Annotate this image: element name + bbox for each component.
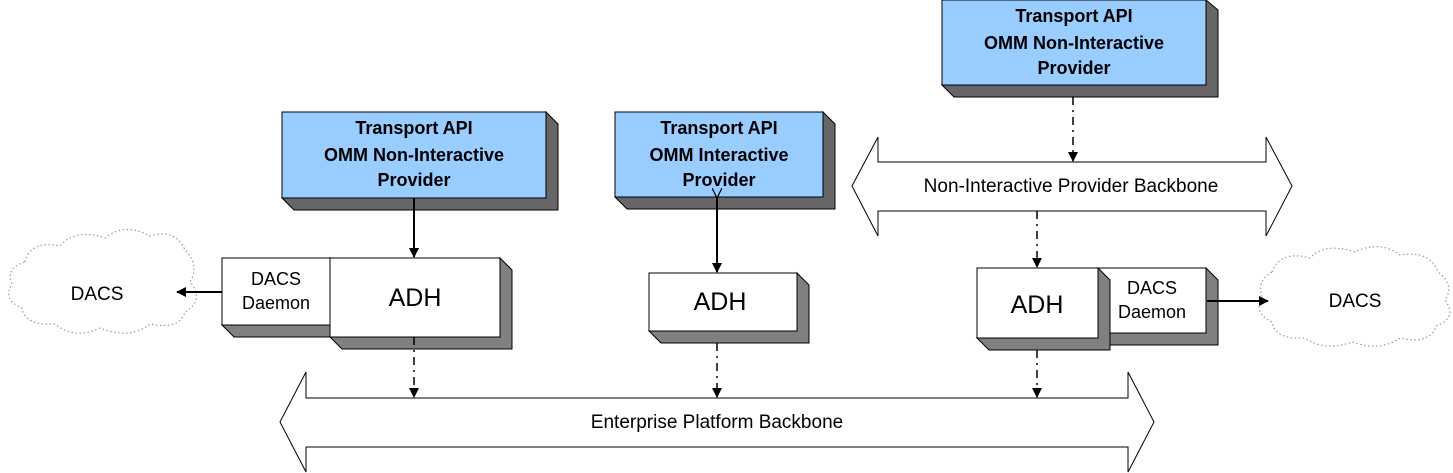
dacs-daemon-right-line1: DACS (1127, 278, 1177, 298)
dacs-daemon-right-line2: Daemon (1118, 302, 1186, 322)
provider-right-line1: Transport API (1015, 6, 1132, 26)
cloud-icon (1258, 246, 1451, 347)
provider-middle: Transport API OMM Interactive Provider (613, 110, 836, 210)
dacs-daemon-left: DACS Daemon (220, 256, 343, 338)
provider-right: Transport API OMM Non-Interactive Provid… (940, 0, 1219, 98)
provider-left-line1: Transport API (355, 118, 472, 138)
provider-middle-line3: Provider (682, 170, 755, 190)
provider-left: Transport API OMM Non-Interactive Provid… (280, 110, 559, 211)
dacs-cloud-left-label: DACS (71, 284, 124, 305)
provider-middle-line2: OMM Interactive (649, 145, 788, 165)
adh-middle-label: ADH (694, 288, 747, 316)
dacs-cloud-right: DACS (1258, 246, 1451, 347)
non-interactive-provider-backbone: Non-Interactive Provider Backbone (851, 136, 1293, 237)
adh-middle: ADH (647, 271, 810, 344)
adh-right-label: ADH (1011, 291, 1064, 319)
provider-left-line2: OMM Non-Interactive (324, 145, 504, 165)
dacs-daemon-left-line1: DACS (251, 269, 301, 289)
provider-left-line3: Provider (377, 170, 450, 190)
enterprise-platform-backbone: Enterprise Platform Backbone (279, 371, 1155, 473)
dacs-cloud-right-label: DACS (1329, 291, 1382, 312)
dacs-cloud-left: DACS (8, 228, 197, 334)
adh-left-label: ADH (389, 284, 442, 312)
provider-right-line3: Provider (1037, 58, 1110, 78)
adh-right: ADH (975, 266, 1111, 351)
provider-right-line2: OMM Non-Interactive (984, 33, 1164, 53)
enterprise-backbone-label: Enterprise Platform Backbone (591, 412, 843, 433)
provider-middle-line1: Transport API (660, 118, 777, 138)
cloud-icon (8, 228, 197, 334)
dacs-daemon-left-line2: Daemon (242, 293, 310, 313)
non-interactive-backbone-label: Non-Interactive Provider Backbone (924, 176, 1219, 197)
dacs-daemon-right: DACS Daemon (1096, 266, 1219, 346)
adh-left: ADH (328, 256, 513, 350)
